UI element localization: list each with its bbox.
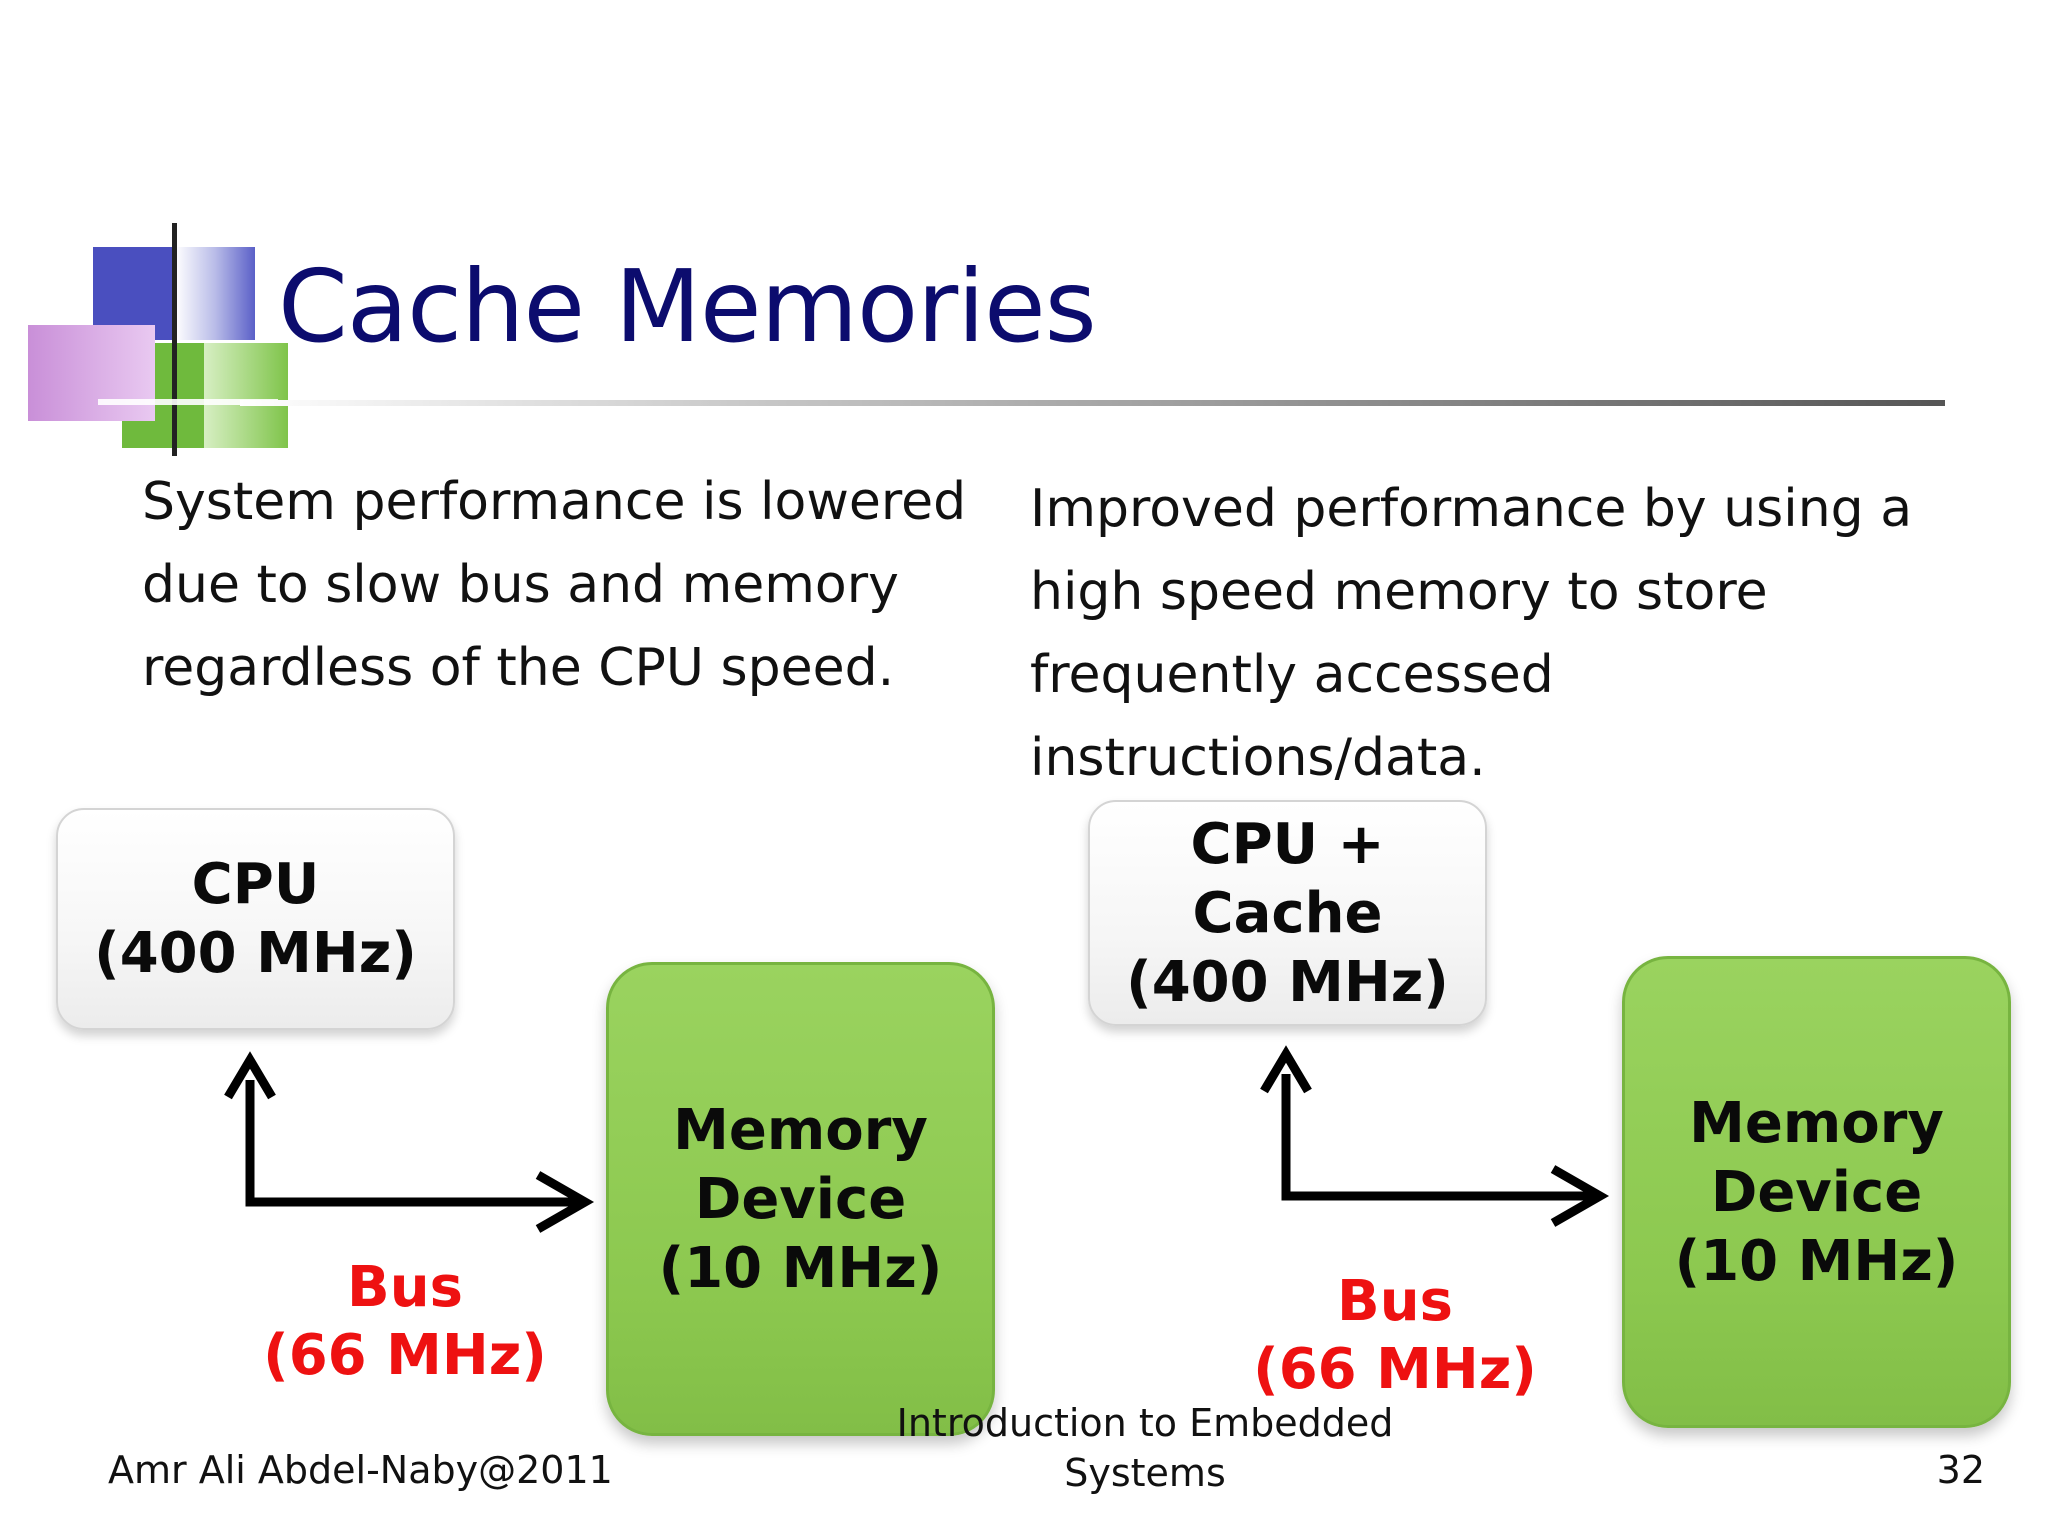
right-description: Improved performance by using a high spe… — [1030, 479, 1913, 788]
left-bus-connector — [245, 1080, 585, 1207]
footer-author: Amr Ali Abdel-Naby@2011 — [108, 1448, 613, 1492]
cpu-cache-label-line2: Cache — [1192, 880, 1383, 946]
right-bus-connector — [1281, 1074, 1600, 1201]
left-arrowhead-up — [224, 1051, 276, 1100]
decor-vertical-line — [172, 223, 177, 456]
cpu-cache-speed: (400 MHz) — [1126, 949, 1449, 1015]
decor-square-purple — [28, 325, 155, 421]
bus-label-right: Bus (66 MHz) — [1240, 1268, 1550, 1404]
cpu-speed: (400 MHz) — [94, 921, 417, 986]
cpu-cache-box: CPU + Cache (400 MHz) — [1088, 800, 1487, 1026]
memory-right-label-line1: Memory — [1689, 1090, 1944, 1156]
title-underline — [240, 400, 1945, 406]
decor-square-blue-gradient — [175, 247, 255, 340]
bus-label: Bus (66 MHz) — [250, 1254, 560, 1390]
decor-square-green-gradient — [204, 343, 288, 448]
cpu-cache-label-line1: CPU + — [1190, 811, 1385, 877]
left-arrowhead-right — [535, 1171, 595, 1233]
bus-speed: (66 MHz) — [263, 1323, 547, 1388]
cpu-box: CPU (400 MHz) — [56, 808, 455, 1030]
bus-right-label-line1: Bus — [1337, 1269, 1453, 1334]
bus-label-line1: Bus — [347, 1255, 463, 1320]
footer-course-title: Introduction to Embedded Systems — [896, 1401, 1394, 1495]
slide-title: Cache Memories — [278, 248, 1097, 365]
right-arrowhead-right — [1550, 1165, 1610, 1227]
page-number: 32 — [1936, 1448, 1985, 1492]
decor-square-blue — [93, 247, 175, 340]
memory-device-box-right: Memory Device (10 MHz) — [1622, 956, 2011, 1428]
left-description: System performance is lowered due to slo… — [142, 472, 967, 698]
memory-right-label-line2: Device — [1710, 1159, 1923, 1225]
right-arrowhead-up — [1260, 1045, 1312, 1094]
memory-label-line1: Memory — [673, 1097, 928, 1163]
memory-speed: (10 MHz) — [658, 1235, 943, 1301]
decor-horizontal-line — [98, 399, 278, 405]
cpu-label: CPU — [191, 852, 320, 917]
memory-label-line2: Device — [694, 1166, 907, 1232]
memory-right-speed: (10 MHz) — [1674, 1228, 1959, 1294]
bus-right-speed: (66 MHz) — [1253, 1337, 1537, 1402]
memory-device-box: Memory Device (10 MHz) — [606, 962, 995, 1436]
